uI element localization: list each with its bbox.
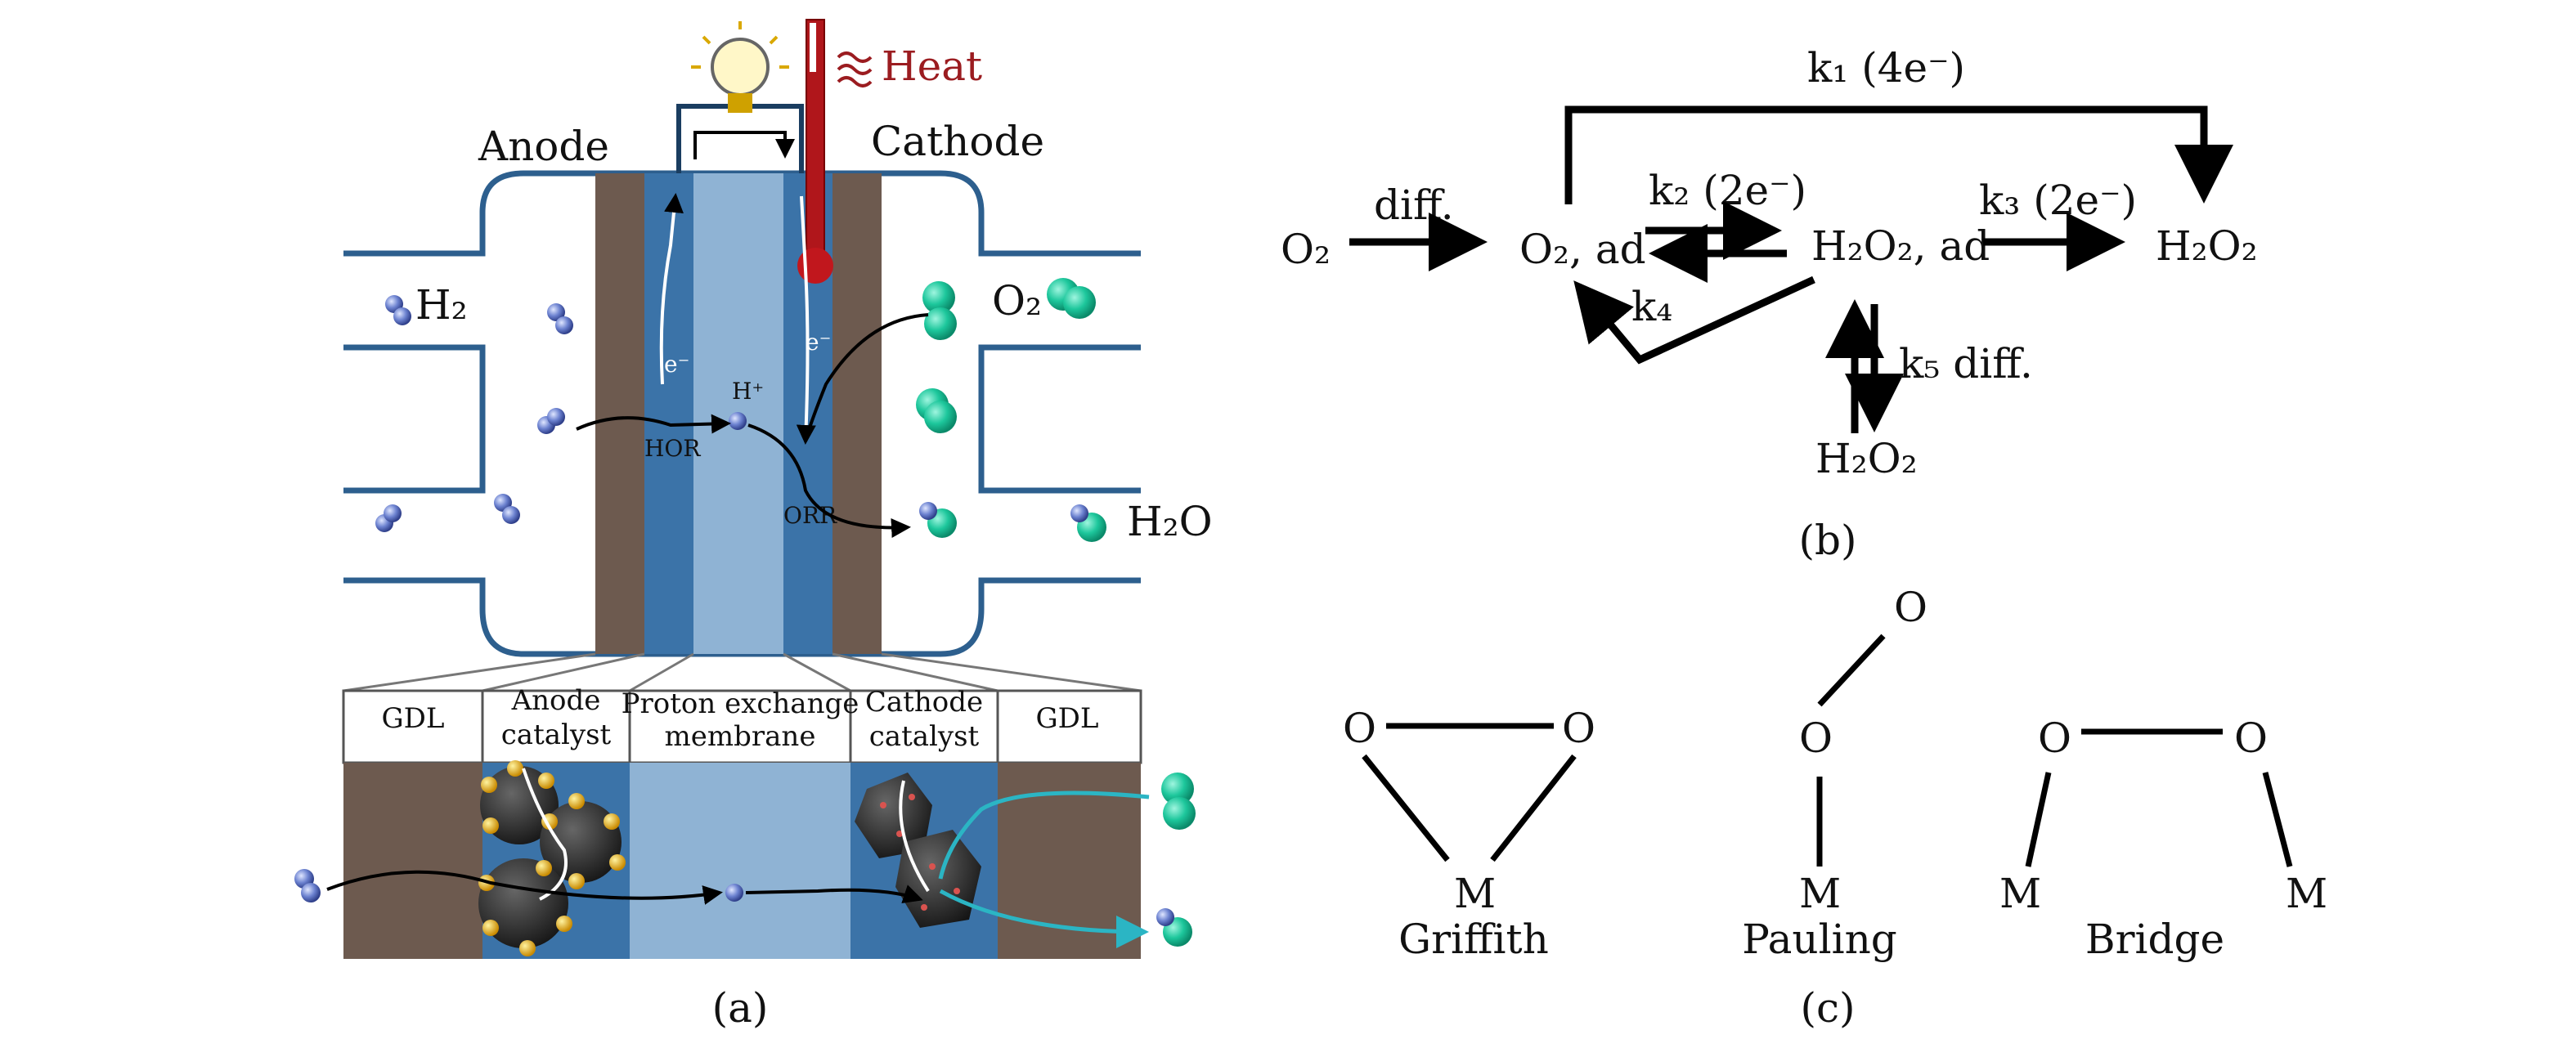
- griffith-model: O O M Griffith: [1343, 705, 1595, 963]
- circuit-current-arrow: [693, 131, 795, 159]
- detail-electron-path-anode: [522, 768, 568, 901]
- zoom-connector: [343, 652, 1142, 692]
- o2-molecules: [916, 278, 1106, 542]
- external-circuit: [676, 104, 804, 173]
- k1-label: k₁ (4e⁻): [1807, 44, 1965, 92]
- proton-label: H⁺: [732, 378, 764, 405]
- layer-cathode-catalyst-line2: catalyst: [869, 720, 980, 753]
- bridge-o-right: O: [2234, 714, 2268, 762]
- o2-inflow-path: [804, 313, 929, 442]
- h2o-label: H₂O: [1127, 498, 1213, 545]
- detail-electron-path-cathode: [899, 780, 930, 893]
- panel-c-adsorption-modes: O O M Griffith O O M Pauling O O M M Bri…: [1343, 584, 2327, 1032]
- griffith-label: Griffith: [1398, 916, 1549, 963]
- thermometer-icon: [797, 19, 833, 284]
- species-o2: O₂: [1281, 226, 1331, 273]
- layer-gdl-left: GDL: [382, 702, 445, 735]
- orr-path-arrow: [747, 423, 911, 538]
- panel-b-orr-pathways: O₂ diff. O₂, ad k₂ (2e⁻) H₂O₂, ad k₃ (2e…: [1281, 44, 2258, 564]
- pauling-o-top: O: [1894, 584, 1928, 631]
- k1-arrow: [1564, 105, 2233, 204]
- detail-proton-path: [326, 870, 723, 905]
- h2-molecules: [375, 295, 747, 532]
- detail-h2o-path: [939, 889, 1149, 948]
- layer-membrane-line2: membrane: [665, 720, 816, 753]
- bridge-o-left: O: [2038, 714, 2071, 762]
- k2-label: k₂ (2e⁻): [1649, 167, 1806, 214]
- layer-gdl-right: GDL: [1036, 702, 1099, 735]
- species-o2-ad: O₂, ad: [1519, 226, 1646, 273]
- layer-cathode-catalyst-line1: Cathode: [865, 686, 983, 719]
- k4-arrow: [1573, 275, 1815, 365]
- anode-label: Anode: [478, 123, 609, 170]
- anode-catalyst-particles: [478, 760, 626, 956]
- species-h2o2-bottom: H₂O₂: [1815, 435, 1918, 482]
- griffith-o-left: O: [1343, 705, 1376, 752]
- caption-c: (c): [1800, 984, 1855, 1032]
- caption-a: (a): [712, 984, 769, 1032]
- k4-label: k₄: [1631, 283, 1672, 330]
- k5-label: k₅ diff.: [1899, 340, 2033, 387]
- pauling-label: Pauling: [1742, 916, 1897, 963]
- electron-label-anode: e⁻: [664, 351, 689, 378]
- layer-membrane-line1: Proton exchange: [622, 687, 859, 720]
- k3-label: k₃ (2e⁻): [1979, 177, 2137, 224]
- bridge-label: Bridge: [2085, 916, 2224, 963]
- o2-label: O₂: [992, 277, 1042, 325]
- proton-path-arrow: [576, 414, 731, 434]
- species-h2o2-ad: H₂O₂, ad: [1811, 222, 1990, 270]
- detail-molecules: [294, 773, 1196, 947]
- bridge-model: O O M M Bridge: [1999, 714, 2327, 963]
- electron-label-cathode: e⁻: [806, 329, 831, 356]
- bridge-m-left: M: [1999, 870, 2041, 917]
- pauling-m: M: [1799, 870, 1841, 917]
- heat-wave-icon: [837, 52, 873, 87]
- cathode-electron-path: [796, 195, 816, 445]
- panel-a-fuel-cell: Heat Anode Cathode H₂ O₂ H₂O e⁻ e⁻ H⁺ H: [294, 19, 1213, 1032]
- lightbulb-icon: [691, 21, 789, 113]
- detail-o2-path: [938, 790, 1150, 880]
- gdl-right-layer: [832, 173, 882, 654]
- layer-anode-catalyst-line1: Anode: [511, 684, 601, 717]
- detail-proton-path-2: [745, 884, 923, 904]
- griffith-o-right: O: [1562, 705, 1595, 752]
- gdl-left-layer: [595, 173, 644, 654]
- griffith-m: M: [1454, 870, 1496, 917]
- bridge-m-right: M: [2286, 870, 2327, 917]
- layer-anode-catalyst-line2: catalyst: [501, 719, 612, 751]
- species-h2o2-right: H₂O₂: [2156, 222, 2258, 270]
- caption-b: (b): [1798, 517, 1856, 564]
- pauling-o-bottom: O: [1799, 714, 1833, 762]
- diff-label: diff.: [1374, 181, 1454, 229]
- hor-label: HOR: [644, 435, 701, 462]
- pauling-model: O O M Pauling: [1742, 584, 1928, 963]
- anode-electron-path: [659, 193, 684, 385]
- cathode-label: Cathode: [871, 118, 1044, 165]
- h2-label: H₂: [415, 281, 468, 329]
- heat-label: Heat: [882, 43, 982, 90]
